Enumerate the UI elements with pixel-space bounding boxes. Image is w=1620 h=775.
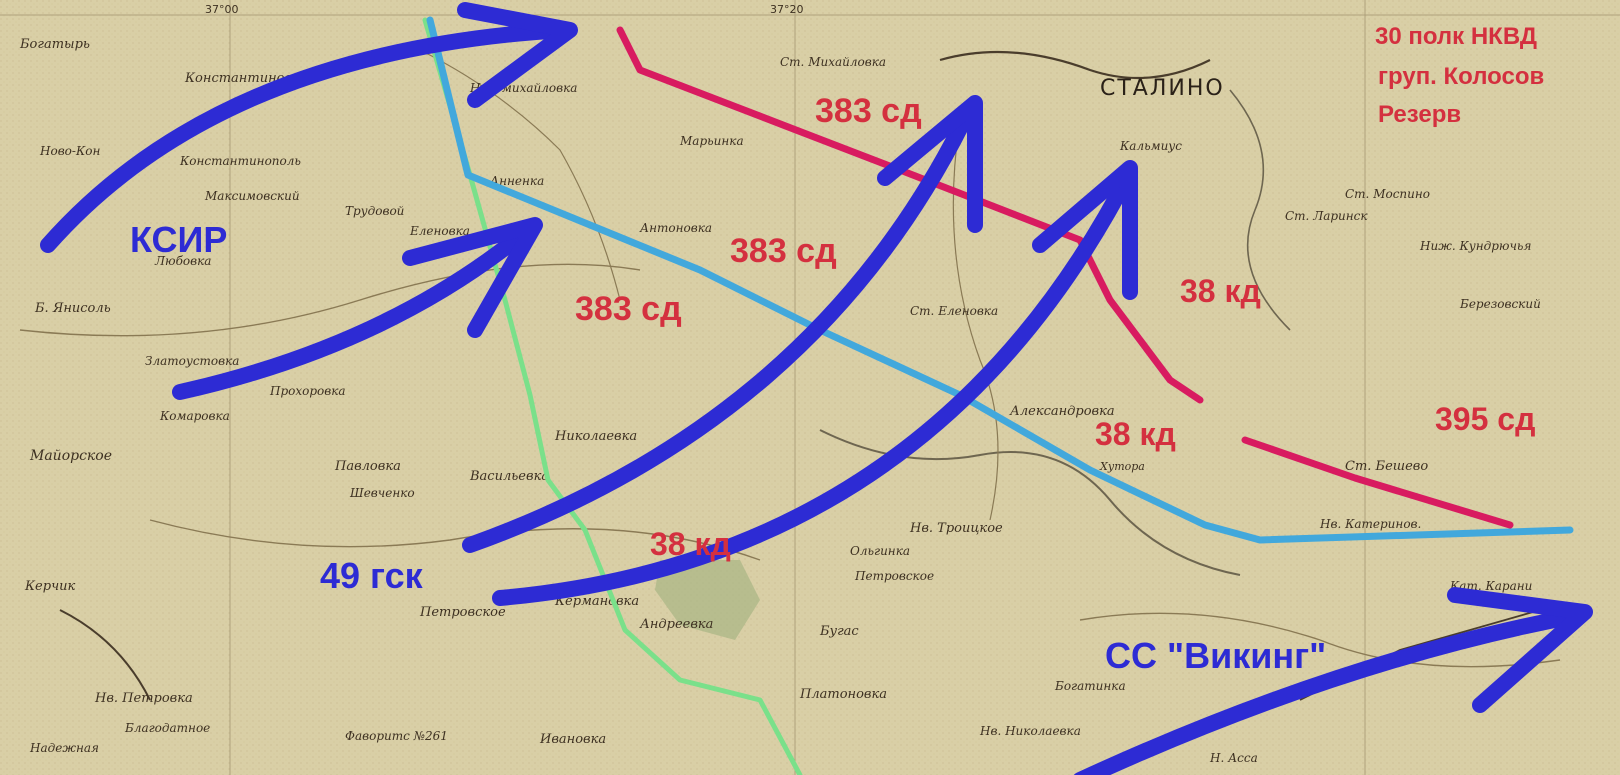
arrow-ksir-south-head bbox=[402, 217, 543, 338]
place-name: Нв. Катеринов. bbox=[1319, 517, 1421, 531]
place-name: Николаевка bbox=[554, 429, 637, 444]
place-name: Максимовский bbox=[204, 189, 300, 203]
label-383-division-c: 383 сд bbox=[575, 290, 682, 328]
place-name: Керчик bbox=[24, 579, 76, 594]
place-names: Богатырь Константиновка Ново-Кон Новомих… bbox=[19, 37, 1541, 765]
place-name: Ольгинка bbox=[850, 544, 910, 558]
place-name: Ст. Ларинск bbox=[1285, 209, 1368, 223]
label-38-cavalry-c: 38 кд bbox=[650, 526, 731, 562]
arrow-ksir-south bbox=[172, 220, 538, 400]
place-name: Ивановка bbox=[539, 732, 606, 747]
arrow-viking-head bbox=[1447, 587, 1593, 713]
place-name: Трудовой bbox=[345, 204, 404, 218]
place-name: Надежная bbox=[29, 741, 99, 755]
place-name: Благодатное bbox=[124, 721, 210, 735]
arrow-ksir-north bbox=[40, 22, 573, 253]
grid-label-right: 37°20 bbox=[770, 3, 804, 16]
label-ss-viking: СС "Викинг" bbox=[1105, 635, 1326, 676]
place-name: Шевченко bbox=[349, 486, 415, 500]
label-38-cavalry-b: 38 кд bbox=[1095, 416, 1176, 452]
place-name: Н. Асса bbox=[1209, 751, 1258, 765]
label-383-division-a: 383 сд bbox=[815, 92, 922, 130]
arrow-49-gsk-north-head bbox=[877, 95, 983, 233]
label-395-division: 395 сд bbox=[1435, 401, 1535, 437]
place-name: Хутора bbox=[1099, 460, 1145, 473]
place-name: Б. Янисоль bbox=[34, 301, 111, 316]
place-name: Ниж. Кундрючья bbox=[1419, 239, 1531, 253]
place-name: Константинополь bbox=[179, 154, 301, 168]
place-name: Ст. Бешево bbox=[1345, 459, 1428, 474]
place-name: Златоустовка bbox=[145, 354, 239, 368]
forest-area bbox=[655, 560, 760, 640]
place-name: Ст. Михайловка bbox=[780, 55, 886, 69]
place-name: Комаровка bbox=[159, 409, 230, 423]
place-name: Антоновка bbox=[639, 221, 712, 235]
place-name: Александровка bbox=[1009, 404, 1115, 419]
red-front-line-south bbox=[1241, 436, 1514, 529]
place-name: Андреевка bbox=[639, 617, 713, 632]
place-name: Кермановка bbox=[554, 594, 639, 609]
place-name: Майорское bbox=[29, 448, 112, 464]
grid-label-left: 37°00 bbox=[205, 3, 239, 16]
place-name: Кальмиус bbox=[1119, 139, 1182, 153]
city-name: СТАЛИНО bbox=[1100, 76, 1225, 101]
place-name: Анненка bbox=[489, 174, 544, 188]
place-name: Бугас bbox=[819, 624, 859, 639]
place-name: Богатинка bbox=[1054, 679, 1126, 693]
place-name: Ново-Кон bbox=[39, 144, 100, 158]
arrow-49-gsk-south-head bbox=[1032, 160, 1138, 300]
attack-arrows bbox=[40, 2, 1593, 775]
label-383-division-b: 383 сд bbox=[730, 232, 837, 270]
place-name: Фаворитс №261 bbox=[345, 729, 448, 743]
arrow-49-gsk-north bbox=[462, 100, 978, 553]
place-name: Еленовка bbox=[409, 224, 470, 238]
place-name: Марьинка bbox=[679, 134, 744, 148]
place-name: Любовка bbox=[154, 254, 211, 268]
place-name: Богатырь bbox=[19, 37, 90, 52]
place-name: Березовский bbox=[1459, 297, 1541, 311]
place-name: Павловка bbox=[334, 459, 401, 474]
arrow-ksir-north-head bbox=[457, 2, 578, 108]
place-name: Васильевка bbox=[469, 469, 549, 484]
place-name: Ст. Еленовка bbox=[910, 304, 998, 318]
red-front-line-north bbox=[616, 26, 1204, 404]
arrow-49-gsk-south bbox=[492, 164, 1138, 606]
place-name: Петровское bbox=[854, 569, 934, 583]
place-name: Нв. Троицкое bbox=[909, 521, 1003, 536]
label-kolosov-group: груп. Колосов bbox=[1378, 63, 1544, 90]
place-name: Петровское bbox=[419, 605, 506, 620]
rivers-and-roads bbox=[19, 49, 1561, 701]
place-name: Ст. Моспино bbox=[1345, 187, 1430, 201]
place-name: Платоновка bbox=[799, 687, 887, 702]
place-name: Нв. Николаевка bbox=[979, 724, 1081, 738]
label-38-cavalry-a: 38 кд bbox=[1180, 273, 1261, 309]
label-nkvd-regiment: 30 полк НКВД bbox=[1375, 23, 1537, 50]
place-name: Нв. Петровка bbox=[94, 691, 193, 706]
label-ksir: КСИР bbox=[130, 219, 227, 260]
arrow-viking bbox=[1073, 607, 1588, 775]
label-49-gsk: 49 гск bbox=[320, 555, 424, 596]
place-name: Прохоровка bbox=[269, 384, 346, 398]
label-reserve: Резерв bbox=[1378, 101, 1461, 128]
